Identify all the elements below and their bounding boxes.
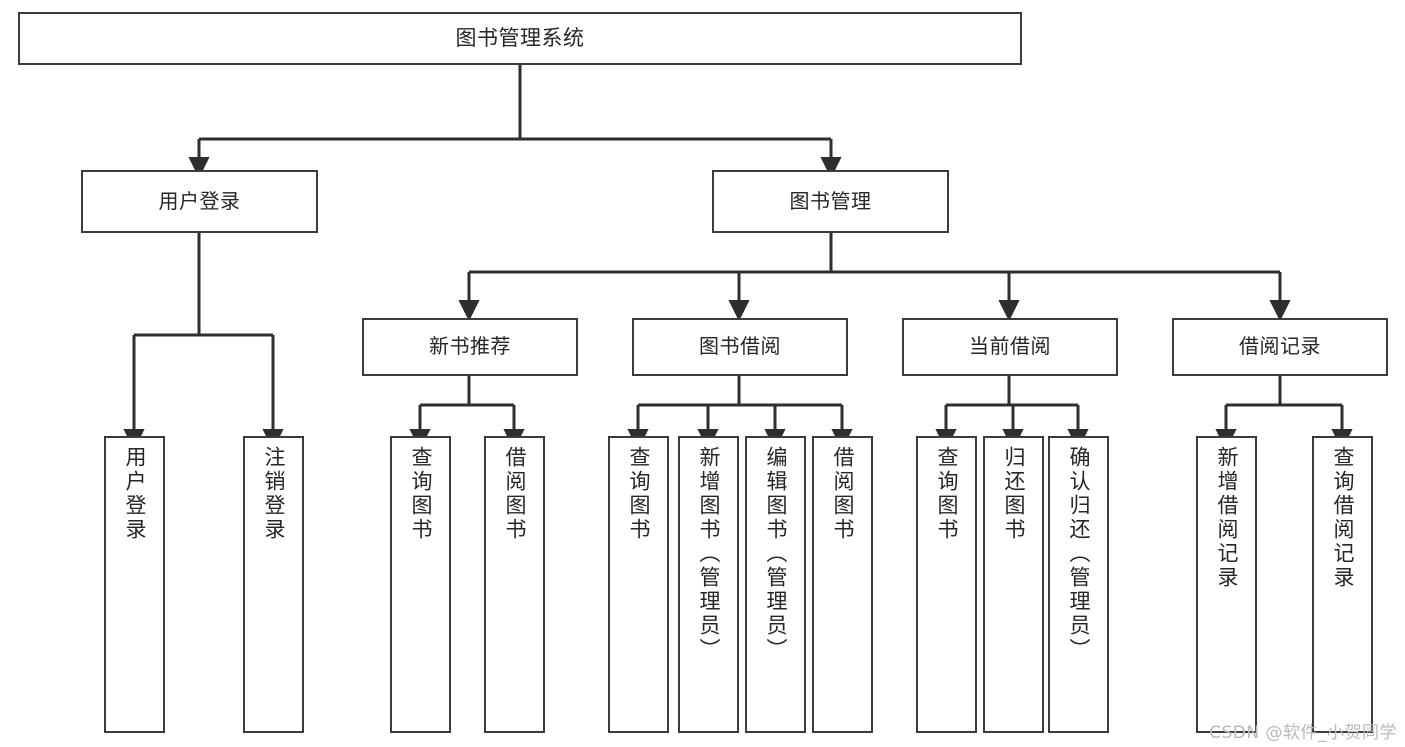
- node-leaf-borrow-book-2[interactable]: 借阅图书: [812, 436, 873, 733]
- node-leaf-return-book[interactable]: 归还图书: [983, 436, 1044, 733]
- node-label: 图书管理: [789, 188, 872, 213]
- node-leaf-logout-login[interactable]: 注销登录: [243, 436, 304, 733]
- node-leaf-borrow-book-1[interactable]: 借阅图书: [484, 436, 545, 733]
- node-leaf-confirm-return[interactable]: 确认归还（管理员）: [1048, 436, 1109, 733]
- node-label: 用户登录: [158, 188, 241, 213]
- node-label: 查询图书: [627, 446, 651, 542]
- node-new-book-recommend[interactable]: 新书推荐: [362, 318, 578, 376]
- node-label: 注销登录: [262, 446, 286, 542]
- node-book-borrow[interactable]: 图书借阅: [632, 318, 848, 376]
- node-leaf-add-record[interactable]: 新增借阅记录: [1196, 436, 1257, 733]
- node-label: 借阅图书: [503, 446, 527, 542]
- node-borrow-record[interactable]: 借阅记录: [1172, 318, 1388, 376]
- node-label: 查询图书: [935, 446, 959, 542]
- node-leaf-query-book-1[interactable]: 查询图书: [390, 436, 451, 733]
- node-leaf-user-login[interactable]: 用户登录: [104, 436, 165, 733]
- node-leaf-edit-book[interactable]: 编辑图书（管理员）: [745, 436, 806, 733]
- node-label: 确认归还（管理员）: [1067, 446, 1091, 662]
- watermark: CSDN @软件_小贺同学: [1209, 723, 1397, 743]
- node-label: 编辑图书（管理员）: [764, 446, 788, 662]
- node-leaf-add-book[interactable]: 新增图书（管理员）: [678, 436, 739, 733]
- node-leaf-query-book-2[interactable]: 查询图书: [608, 436, 669, 733]
- node-label: 新增图书（管理员）: [697, 446, 721, 662]
- node-leaf-query-book-3[interactable]: 查询图书: [916, 436, 977, 733]
- node-label: 查询图书: [409, 446, 433, 542]
- node-label: 查询借阅记录: [1331, 446, 1355, 590]
- node-label: 用户登录: [123, 446, 147, 542]
- node-user-login[interactable]: 用户登录: [81, 170, 318, 233]
- node-label: 新增借阅记录: [1215, 446, 1239, 590]
- node-root-book-management-system[interactable]: 图书管理系统: [18, 12, 1022, 65]
- node-current-borrow[interactable]: 当前借阅: [902, 318, 1118, 376]
- node-label: 图书管理系统: [455, 26, 585, 51]
- node-book-management[interactable]: 图书管理: [712, 170, 949, 233]
- node-label: 图书借阅: [699, 334, 781, 359]
- node-label: 借阅图书: [831, 446, 855, 542]
- node-label: 借阅记录: [1239, 334, 1321, 359]
- node-leaf-query-record[interactable]: 查询借阅记录: [1312, 436, 1373, 733]
- node-label: 归还图书: [1002, 446, 1026, 542]
- node-label: 新书推荐: [429, 334, 511, 359]
- node-label: 当前借阅: [969, 334, 1051, 359]
